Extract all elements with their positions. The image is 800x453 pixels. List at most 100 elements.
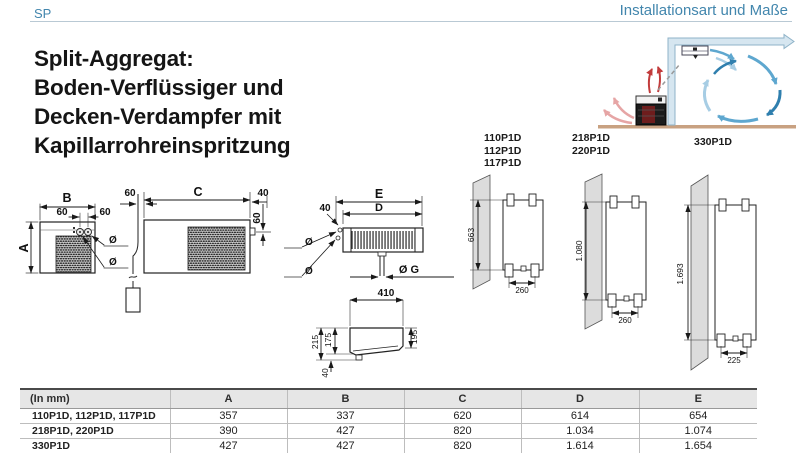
- column-header-b: B: [287, 389, 405, 409]
- evaporator-side-profile: 410 215 175 40 195: [310, 288, 419, 378]
- dim-label-60-right: 60: [99, 207, 111, 218]
- cell-c: 820: [404, 423, 522, 439]
- cool-air-arrows: [702, 48, 782, 123]
- dim-label-a: A: [18, 243, 31, 252]
- cold-room-wall-ceiling: [667, 33, 795, 126]
- model-112P1D: 112P1D: [484, 144, 522, 157]
- column-header-c: C: [404, 389, 522, 409]
- page-title: Split-Aggregat: Boden-Verflüssiger und D…: [34, 44, 291, 160]
- dim-label-drain: Ø G: [399, 264, 419, 276]
- dim-label-40-left: 40: [319, 203, 331, 214]
- wall-panel-3: [690, 174, 709, 371]
- column-header-d: D: [521, 389, 640, 409]
- cell-b: 337: [287, 408, 405, 424]
- cell-b: 427: [287, 438, 405, 453]
- dim-label-40-foot: 40: [320, 368, 330, 378]
- cell-d: 614: [521, 408, 640, 424]
- evaporator-front-view: E D 40 Ø Ø Ø G: [284, 187, 454, 280]
- technical-drawings: B 60 60 A Ø Ø: [18, 173, 757, 378]
- dim-label-60-left: 60: [56, 207, 68, 218]
- profile-foot: [355, 354, 363, 361]
- dim-label-b: B: [62, 191, 71, 205]
- dim-width-1: 260: [515, 286, 529, 295]
- power-plug: [125, 287, 141, 313]
- table-header-row: (In mm) A B C D E: [20, 389, 757, 409]
- dim-width-2: 260: [618, 316, 632, 325]
- table-row: 110P1D, 112P1D, 117P1D 357 337 620 614 6…: [20, 408, 757, 424]
- title-line-2: Boden-Verflüssiger und: [34, 75, 284, 100]
- cell-a: 357: [170, 408, 288, 424]
- dia-label-bottom-evap: Ø: [305, 266, 313, 277]
- column-header-unit: (In mm): [20, 389, 171, 409]
- dia-label-bottom: Ø: [109, 257, 117, 268]
- dim-label-175: 175: [323, 333, 333, 347]
- dim-label-410: 410: [378, 288, 395, 299]
- dim-label-c: C: [193, 185, 202, 199]
- evaporator-fins: [351, 231, 415, 249]
- cell-e: 1.654: [639, 438, 757, 453]
- condenser-front-view: B 60 60 A Ø Ø: [18, 191, 129, 274]
- row-model: 330P1D: [20, 438, 171, 453]
- condenser-side-grille: [187, 226, 246, 271]
- cell-b: 427: [287, 423, 405, 439]
- model-110P1D: 110P1D: [484, 132, 522, 144]
- series-code: SP: [34, 6, 52, 21]
- profile-body: [349, 327, 404, 356]
- dim-label-e: E: [375, 187, 383, 201]
- dim-label-195: 195: [409, 330, 419, 344]
- cell-e: 654: [639, 408, 757, 424]
- title-line-1: Split-Aggregat:: [34, 46, 194, 71]
- dim-label-215: 215: [310, 335, 320, 349]
- dim-label-60-clearance: 60: [124, 188, 136, 199]
- dim-height-3: 1.693: [675, 263, 685, 285]
- refrigerant-line: [657, 63, 681, 91]
- dimensions-table-wrapper: (In mm) A B C D E 110P1D, 112P1D, 117P1D…: [20, 388, 757, 453]
- title-line-4: Kapillarrohreinspritzung: [34, 133, 291, 158]
- dim-height-1: 663: [466, 228, 476, 242]
- section-title: Installationsart und Maße: [619, 2, 788, 19]
- header-divider: [30, 21, 792, 22]
- dim-width-3: 225: [727, 356, 741, 365]
- row-model: 110P1D, 112P1D, 117P1D: [20, 408, 171, 424]
- title-line-3: Decken-Verdampfer mit: [34, 104, 282, 129]
- cell-c: 620: [404, 408, 522, 424]
- table-row: 218P1D, 220P1D 390 427 820 1.034 1.074: [20, 423, 757, 439]
- dim-label-60-side: 60: [252, 212, 263, 224]
- bracket-frame-3: [714, 204, 757, 341]
- column-header-e: E: [639, 389, 757, 409]
- cell-d: 1.034: [521, 423, 640, 439]
- cell-c: 820: [404, 438, 522, 453]
- floor-condenser-unit: [635, 95, 667, 126]
- wall-mount-110: 663 260: [466, 174, 544, 295]
- model-group-1: 110P1D 112P1D 117P1D: [484, 132, 521, 170]
- model-330P1D: 330P1D: [694, 136, 732, 148]
- side-connection-nub: [249, 227, 256, 236]
- condenser-side-view: 60 C 40 60: [120, 185, 271, 313]
- wall-mount-218: 1.080 260: [574, 173, 647, 330]
- row-model: 218P1D, 220P1D: [20, 423, 171, 439]
- dim-label-d: D: [375, 202, 383, 214]
- model-218P1D: 218P1D: [572, 132, 610, 144]
- table-row: 330P1D 427 427 820 1.614 1.654: [20, 438, 757, 453]
- drain-stub: [377, 251, 387, 257]
- model-117P1D: 117P1D: [484, 157, 522, 169]
- cell-a: 390: [170, 423, 288, 439]
- model-group-3: 330P1D: [694, 136, 732, 149]
- floor: [598, 125, 796, 129]
- dim-height-2: 1.080: [574, 240, 584, 262]
- wall-panel-2: [584, 173, 603, 330]
- bracket-frame-2: [605, 201, 647, 301]
- dia-label-top: Ø: [109, 235, 117, 246]
- dimensions-table: (In mm) A B C D E 110P1D, 112P1D, 117P1D…: [20, 388, 757, 453]
- cell-a: 427: [170, 438, 288, 453]
- dim-label-40: 40: [257, 188, 269, 199]
- cell-d: 1.614: [521, 438, 640, 453]
- model-group-2: 218P1D 220P1D: [572, 132, 610, 157]
- ceiling-evaporator-unit: [681, 45, 709, 59]
- wall-mount-330: 1.693 225: [675, 174, 757, 371]
- bracket-frame-1: [502, 199, 544, 271]
- model-220P1D: 220P1D: [572, 144, 610, 157]
- installation-illustration: [598, 33, 796, 129]
- cell-e: 1.074: [639, 423, 757, 439]
